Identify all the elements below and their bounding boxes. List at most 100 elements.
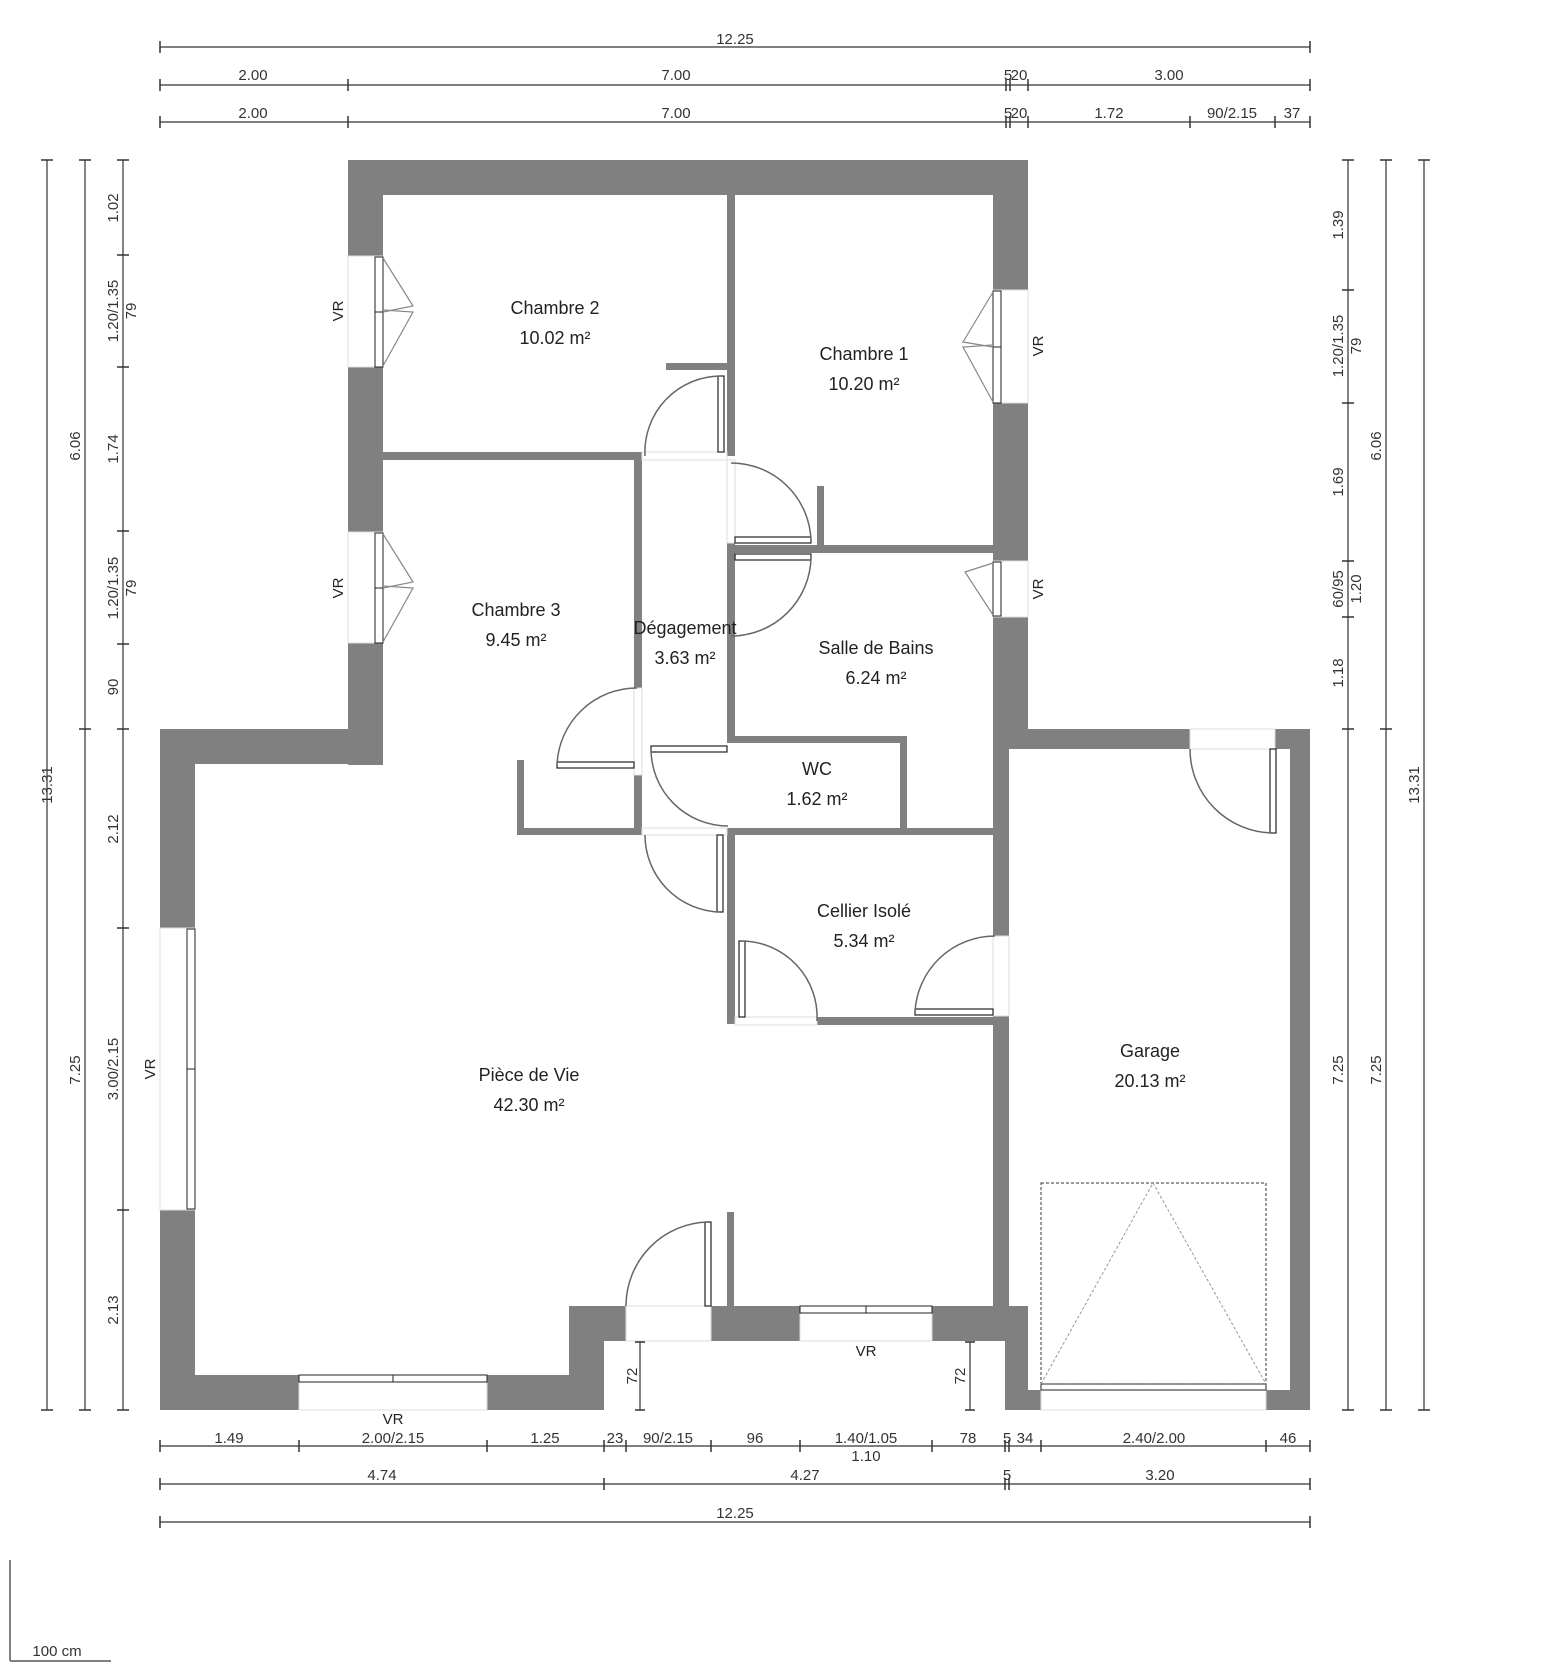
svg-text:4.27: 4.27 [790,1467,819,1484]
svg-text:2.00: 2.00 [238,67,267,84]
room-chambre-3: Chambre 3 9.45 m² [471,600,560,650]
svg-text:90: 90 [105,679,122,696]
svg-text:2.13: 2.13 [105,1295,122,1324]
vr-label-piece-west: VR [142,1058,159,1079]
svg-text:79: 79 [123,580,140,597]
svg-text:96: 96 [747,1430,764,1447]
svg-text:78: 78 [960,1430,977,1447]
room-salle-de-bains: Salle de Bains 6.24 m² [818,638,933,688]
svg-text:20.13 m²: 20.13 m² [1114,1071,1185,1091]
recess-dimensions: 72 72 [624,1341,975,1411]
dim-top-overall: 12.25 [716,31,754,48]
svg-text:7.00: 7.00 [661,105,690,122]
svg-text:79: 79 [123,303,140,320]
svg-text:79: 79 [1348,338,1365,355]
svg-text:13.31: 13.31 [1406,766,1423,804]
svg-text:3.20: 3.20 [1145,1467,1174,1484]
svg-text:1.49: 1.49 [214,1430,243,1447]
svg-text:13.31: 13.31 [39,766,56,804]
svg-text:7.00: 7.00 [661,67,690,84]
vr-label-chambre3: VR [330,577,347,598]
svg-text:10.02 m²: 10.02 m² [519,328,590,348]
svg-text:1.40/1.05: 1.40/1.05 [835,1430,898,1447]
svg-text:60/95: 60/95 [1330,570,1347,608]
svg-text:1.20/1.35: 1.20/1.35 [105,557,122,620]
svg-text:Garage: Garage [1120,1041,1180,1061]
svg-text:1.10: 1.10 [851,1448,880,1465]
svg-text:1.18: 1.18 [1330,658,1347,687]
room-wc: WC 1.62 m² [786,759,847,809]
svg-text:72: 72 [624,1368,641,1385]
vr-label-piece-south: VR [383,1411,404,1428]
svg-text:7.25: 7.25 [67,1055,84,1084]
svg-text:90/2.15: 90/2.15 [1207,105,1257,122]
svg-text:5.34 m²: 5.34 m² [833,931,894,951]
svg-text:23: 23 [607,1430,624,1447]
doors [556,375,1277,1342]
svg-text:1.62 m²: 1.62 m² [786,789,847,809]
svg-text:6.06: 6.06 [1368,431,1385,460]
vr-label-chambre1: VR [1030,335,1047,356]
room-cellier-isole: Cellier Isolé 5.34 m² [817,901,911,951]
svg-text:10.20 m²: 10.20 m² [828,374,899,394]
room-piece-de-vie: Pièce de Vie 42.30 m² [479,1065,580,1115]
svg-text:9.45 m²: 9.45 m² [485,630,546,650]
vr-label-sdb: VR [1030,578,1047,599]
svg-text:Pièce de Vie: Pièce de Vie [479,1065,580,1085]
svg-text:5: 5 [1004,67,1012,84]
svg-text:Chambre 2: Chambre 2 [510,298,599,318]
svg-text:5: 5 [1003,1430,1011,1447]
svg-text:1.20: 1.20 [1348,574,1365,603]
svg-text:6.06: 6.06 [67,431,84,460]
svg-text:7.25: 7.25 [1330,1055,1347,1084]
scale-label: 100 cm [32,1643,81,1660]
svg-text:4.74: 4.74 [367,1467,396,1484]
svg-text:2.40/2.00: 2.40/2.00 [1123,1430,1186,1447]
svg-text:1.25: 1.25 [530,1430,559,1447]
svg-text:2.12: 2.12 [105,814,122,843]
svg-text:1.39: 1.39 [1330,210,1347,239]
vr-label-piece-south2: VR [856,1343,877,1360]
windows [159,255,1267,1411]
svg-text:2.00: 2.00 [238,105,267,122]
svg-text:1.20/1.35: 1.20/1.35 [1330,315,1347,378]
svg-text:5: 5 [1004,105,1012,122]
svg-text:Cellier Isolé: Cellier Isolé [817,901,911,921]
svg-text:3.63 m²: 3.63 m² [654,648,715,668]
svg-text:Chambre 1: Chambre 1 [819,344,908,364]
svg-text:12.25: 12.25 [716,1505,754,1522]
svg-text:1.74: 1.74 [105,434,122,463]
svg-text:20: 20 [1011,67,1028,84]
svg-text:3.00/2.15: 3.00/2.15 [105,1038,122,1101]
svg-text:42.30 m²: 42.30 m² [493,1095,564,1115]
svg-text:2.00/2.15: 2.00/2.15 [362,1430,425,1447]
room-chambre-2: Chambre 2 10.02 m² [510,298,599,348]
room-garage: Garage 20.13 m² [1114,1041,1185,1091]
walls [160,160,1310,1410]
room-labels: Chambre 2 10.02 m² Chambre 1 10.20 m² Ch… [471,298,1185,1115]
right-dimensions: 1.39 1.20/1.35 79 1.69 60/95 1.20 1.18 7… [1330,159,1430,1411]
svg-text:1.02: 1.02 [105,193,122,222]
svg-text:Chambre 3: Chambre 3 [471,600,560,620]
svg-text:1.69: 1.69 [1330,467,1347,496]
svg-text:72: 72 [952,1368,969,1385]
svg-text:7.25: 7.25 [1368,1055,1385,1084]
svg-text:20: 20 [1011,105,1028,122]
room-degagement: Dégagement 3.63 m² [633,618,736,668]
svg-text:WC: WC [802,759,832,779]
svg-text:3.00: 3.00 [1154,67,1183,84]
svg-text:1.20/1.35: 1.20/1.35 [105,280,122,343]
svg-text:37: 37 [1284,105,1301,122]
svg-text:34: 34 [1017,1430,1034,1447]
svg-text:Salle de Bains: Salle de Bains [818,638,933,658]
top-dimensions: 12.25 2.00 7.00 5 20 3.00 2.00 7.00 5 20… [159,31,1311,128]
vr-label-chambre2: VR [330,300,347,321]
svg-text:Dégagement: Dégagement [633,618,736,638]
svg-text:1.72: 1.72 [1094,105,1123,122]
svg-text:6.24 m²: 6.24 m² [845,668,906,688]
scale-bar: 100 cm [9,1560,111,1662]
bottom-dimensions: 1.49 2.00/2.15 1.25 23 90/2.15 96 1.40/1… [159,1430,1311,1528]
svg-text:46: 46 [1280,1430,1297,1447]
svg-text:5: 5 [1003,1467,1011,1484]
